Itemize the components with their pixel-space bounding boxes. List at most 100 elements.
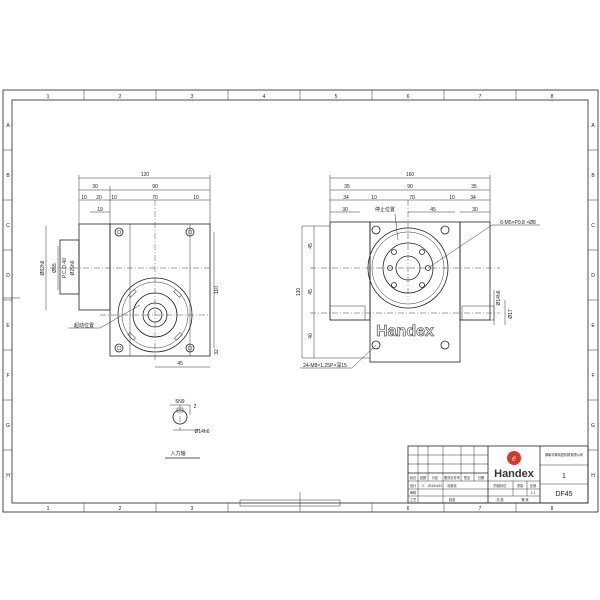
dim-pcd40: P.C.D.40 (62, 258, 68, 278)
col-label: 4 (263, 94, 266, 100)
row-label: H (6, 473, 10, 479)
dim-10: 10 (193, 195, 199, 201)
tb-label: 处数 (420, 475, 427, 480)
tb-review-label: 审核 (410, 490, 417, 495)
row-label: E (591, 323, 595, 329)
tb-approve-label: 批准 (449, 497, 456, 502)
tb-standard-label: 标准化 (447, 483, 457, 488)
row-label: H (591, 473, 595, 479)
dim-30: 30 (342, 207, 348, 213)
stop-position-label: 停止位置 (375, 206, 395, 213)
dim-70: 70 (152, 195, 158, 201)
row-label: G (591, 423, 595, 429)
dim-45: 45 (430, 207, 436, 213)
company-name: 湖南华美精密机械有限公司 (545, 452, 583, 457)
col-label: 7 (479, 506, 482, 512)
row-label: C (591, 223, 595, 229)
title-block: e (407, 445, 589, 504)
dim-35: 35 (471, 184, 477, 190)
dim-45: 45 (308, 243, 314, 249)
scale-bar (239, 499, 341, 507)
dim-40: 40 (308, 333, 314, 339)
dim-45: 45 (308, 289, 314, 295)
zone-ticks (3, 90, 598, 512)
start-position-label: 起动位置 (74, 322, 94, 329)
row-label: D (591, 273, 595, 279)
col-label: 1 (47, 94, 50, 100)
dim-70: 70 (409, 195, 415, 201)
dim-19: 19 (97, 207, 103, 213)
dim-110: 110 (214, 286, 220, 294)
dim-160: 160 (406, 172, 415, 178)
col-label: 3 (191, 94, 194, 100)
tb-weight-label: 重量 (517, 483, 524, 488)
row-label: F (591, 373, 594, 379)
col-label: 2 (119, 506, 122, 512)
col-label: 5 (335, 94, 338, 100)
dim-34: 34 (470, 195, 476, 201)
handex-logo-text: Handex (494, 468, 535, 480)
tb-sheet-no: 第 张 (521, 497, 529, 502)
front-view (45, 175, 215, 368)
tb-scale: 1:1 (531, 491, 536, 495)
shaft-detail (165, 404, 200, 459)
row-label: A (591, 123, 595, 129)
handex-logo-icon (507, 451, 521, 465)
tb-scale-label: 比例 (530, 483, 536, 488)
tb-designer: 2 (422, 484, 424, 488)
tb-label: 签名 (464, 475, 470, 480)
dim-14h6: Ø14h6 (194, 429, 209, 435)
dim-130: 130 (296, 288, 302, 297)
col-label: 8 (551, 94, 554, 100)
handex-brand-text: Handex (376, 323, 434, 340)
dim-45: 45 (177, 361, 183, 367)
dim-30: 30 (472, 207, 478, 213)
col-label: 6 (407, 506, 410, 512)
dim-14h6: Ø14h6 (496, 290, 502, 305)
tb-quantity: 1 (562, 473, 566, 480)
tb-sheets-total: 共 张 (496, 497, 504, 502)
tb-label: 标记 (410, 475, 417, 480)
dim-25h6: Ø25h6 (70, 260, 76, 275)
dim-35: 35 (344, 184, 350, 190)
tb-process-label: 工艺 (410, 497, 416, 502)
dim-82h6: Ø82h6 (40, 260, 46, 275)
dim-55: Ø55 (52, 263, 58, 273)
tb-label: 日期 (478, 475, 484, 480)
tb-date: 2019/4/22 (428, 484, 442, 488)
col-label: 6 (407, 94, 410, 100)
dim-10: 10 (81, 195, 87, 201)
row-label: G (6, 423, 10, 429)
dim-32: 32 (214, 349, 220, 355)
dim-120: 120 (141, 172, 150, 178)
tb-stage-label: 阶段标记 (494, 483, 508, 488)
hole-callout: 6-M5×P0.8 ×Ø8 (500, 220, 536, 226)
dim-90: 90 (407, 184, 413, 190)
tb-label: 分区 (432, 475, 439, 480)
col-label: 8 (551, 506, 554, 512)
dim-10: 10 (111, 195, 117, 201)
input-shaft-label: 入力轴 (170, 450, 185, 457)
dim-17: Ø17 (508, 309, 514, 319)
dim-2: 2 (194, 404, 197, 410)
row-label: D (6, 273, 10, 279)
tb-part-number: DF45 (555, 491, 572, 498)
dim-10: 10 (449, 195, 455, 201)
col-label: 3 (191, 506, 194, 512)
dim-10: 10 (371, 195, 377, 201)
row-label: F (6, 373, 9, 379)
outer-frame (2, 89, 599, 513)
svg-text:e: e (512, 453, 516, 463)
tb-designer-label: 设计 (410, 483, 417, 488)
side-view (300, 175, 540, 369)
dim-20: 20 (96, 195, 102, 201)
col-label: 1 (47, 506, 50, 512)
row-label: B (6, 173, 10, 179)
col-label: 7 (479, 94, 482, 100)
dim-90: 90 (152, 184, 158, 190)
dim-5n9: 5N9 (175, 399, 184, 405)
dim-34: 34 (343, 195, 349, 201)
row-label: C (6, 223, 10, 229)
row-label: A (6, 123, 10, 129)
